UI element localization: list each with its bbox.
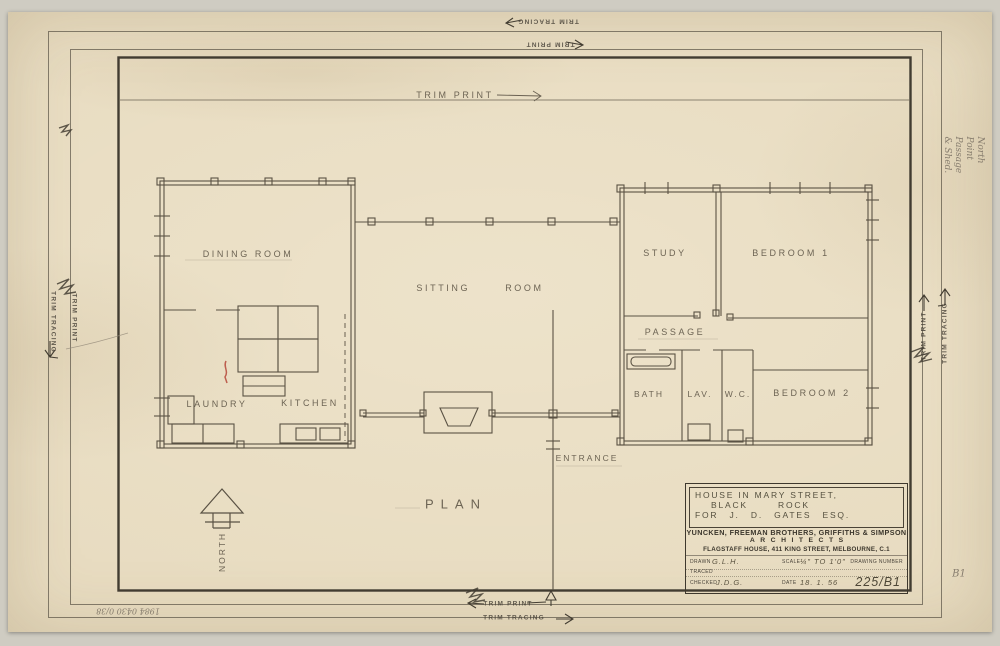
room-label-bedroom2: BEDROOM 2 [773,388,851,398]
drawn-label: DRAWN [690,559,711,565]
trim-print-bottom-label: TRIM PRINT [483,600,533,608]
title-block: HOUSE IN MARY STREET, BLACK ROCK FOR J. … [685,483,908,594]
entrance-label: ENTRANCE [555,453,619,463]
date-label: DATE [782,580,797,586]
drawn-scale-row: DRAWN G.L.H. SCALE ¼" TO 1'0" DRAWING NU… [686,556,907,570]
drawing-number-value: 225/B1 [855,575,901,589]
firm-name: YUNCKEN, FREEMAN BROTHERS, GRIFFITHS & S… [686,528,907,537]
room-label-dining: DINING ROOM [202,249,294,259]
room-label-wc: W.C. [724,389,752,399]
scale-value: ¼" TO 1'0" [800,557,846,566]
room-label-study: STUDY [643,248,687,258]
drawn-value: G.L.H. [712,557,740,566]
trim-print-hand-label: TRIM PRINT [416,90,494,100]
corner-note-line3: & Shed. [942,136,952,174]
room-label-laundry: LAUNDRY [186,399,248,409]
room-label-bath: BATH [633,389,665,399]
corner-handwritten-note: North Point Passage & Shed. [941,137,985,174]
trim-tracing-top-label: TRIM TRACING [517,17,579,25]
corner-note-line1: North Point [964,136,985,164]
project-line2: BLACK ROCK [711,500,810,510]
corner-note-line2: Passage [953,136,963,174]
plan-title: PLAN [425,496,487,512]
trim-tracing-right-label: TRIM TRACING [941,302,949,364]
architects-label: ARCHITECTS [749,537,849,544]
project-line1: HOUSE IN MARY STREET, [695,490,838,500]
room-label-kitchen: KITCHEN [281,398,339,408]
trim-print-top-label: TRIM PRINT [525,40,575,48]
checked-value: J.D.G. [716,578,744,587]
project-line3: FOR J. D. GATES ESQ. [695,510,850,520]
room-label-passage: PASSAGE [644,327,706,337]
trim-tracing-left-label: TRIM TRACING [49,291,57,353]
trim-print-left-label: TRIM PRINT [70,293,78,343]
drawing-number-label: DRAWING NUMBER [850,559,903,565]
room-label-bedroom1: BEDROOM 1 [752,248,830,258]
checked-label: CHECKED [690,580,718,586]
scale-label: SCALE [782,559,801,565]
traced-row: TRACED [686,568,907,577]
north-label: NORTH [217,531,227,573]
trim-tracing-bottom-label: TRIM TRACING [483,614,545,622]
date-value: 18. 1. 56 [800,578,839,587]
trim-print-right-label: TRIM PRINT [920,311,928,361]
traced-label: TRACED [690,569,713,575]
sheet-mark-note: B1 [952,568,966,580]
accession-note: 1984 0430 0/38 [96,606,160,616]
room-label-lav: LAV. [687,389,713,399]
room-label-sitting: SITTING ROOM [416,283,544,293]
checked-date-row: CHECKED J.D.G. DATE 18. 1. 56 225/B1 [686,575,907,590]
firm-address: FLAGSTAFF HOUSE, 411 KING STREET, MELBOU… [686,546,907,556]
project-name-box: HOUSE IN MARY STREET, BLACK ROCK FOR J. … [689,487,904,528]
